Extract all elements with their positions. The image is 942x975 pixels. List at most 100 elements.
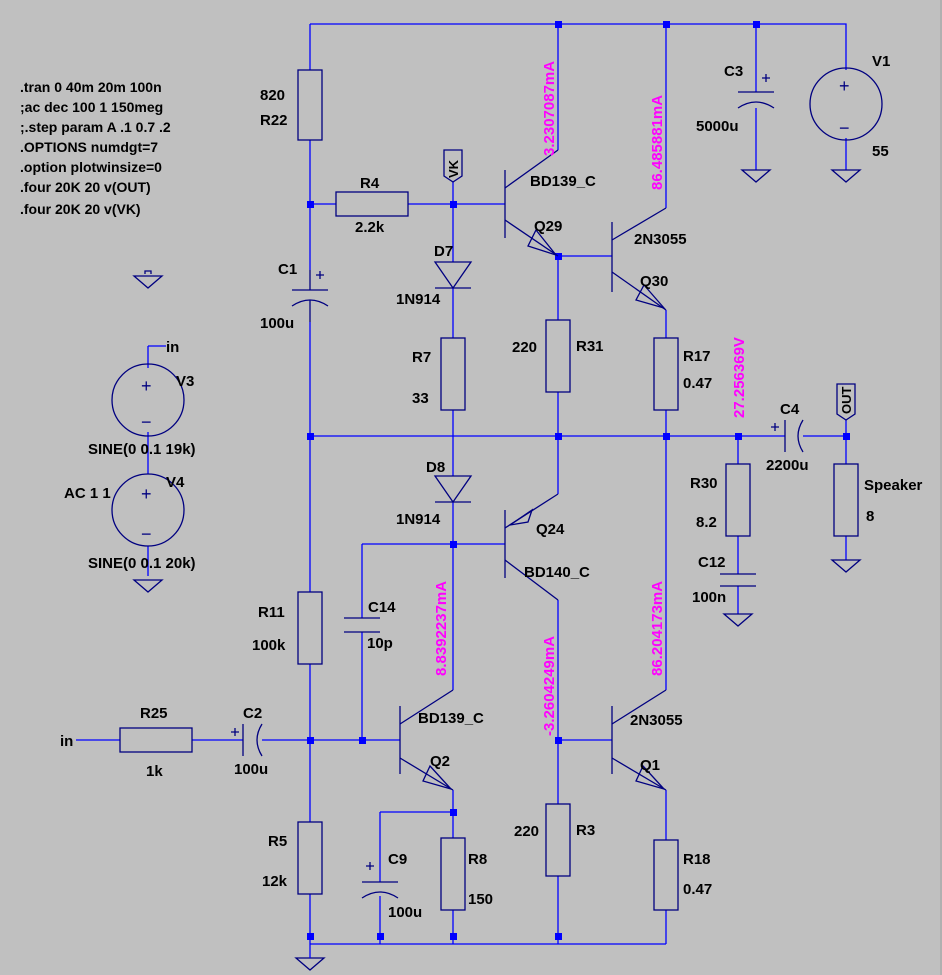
r4-value: 2.2k [355, 219, 385, 236]
r8-value: 150 [468, 891, 493, 908]
resistor-r3 [545, 803, 571, 877]
d8-value: 1N914 [396, 511, 441, 528]
spice-directives: .tran 0 40m 20m 100n ;ac dec 100 1 150me… [20, 79, 171, 217]
directive-tran: .tran 0 40m 20m 100n [20, 79, 162, 95]
resistor-r31 [545, 319, 571, 393]
r17-name: R17 [683, 348, 711, 365]
r5-value: 12k [262, 873, 288, 890]
net-flags: VK OUT [443, 149, 856, 421]
ground-symbol-v1 [830, 169, 862, 183]
resistor-r25 [119, 727, 193, 753]
resistor-r18 [653, 839, 679, 911]
r3-value: 220 [514, 823, 539, 840]
capacitor-c2 [231, 723, 263, 757]
transistors [399, 149, 667, 791]
resistor-speaker [833, 463, 859, 537]
net-flag-out: OUT [836, 383, 856, 421]
v4-plus-sign: + [141, 484, 152, 504]
r7-name: R7 [412, 349, 431, 366]
r25-name: R25 [140, 705, 168, 722]
ground-symbol-float [132, 275, 164, 289]
q30-name: Q30 [640, 273, 668, 290]
r22-name: R22 [260, 112, 288, 129]
out-flag-label: OUT [839, 387, 854, 415]
diode-d8 [433, 475, 473, 504]
r18-name: R18 [683, 851, 711, 868]
r11-name: R11 [258, 604, 285, 621]
c14-name: C14 [368, 599, 396, 616]
q29-name: Q29 [534, 218, 562, 235]
resistor-r30 [725, 463, 751, 537]
transistor-q30 [611, 207, 667, 311]
capacitors [231, 74, 804, 899]
transistor-q1 [611, 689, 667, 791]
d7-value: 1N914 [396, 291, 441, 308]
q24-name: Q24 [536, 521, 565, 538]
junction-dots [307, 21, 850, 940]
d8-name: D8 [426, 459, 445, 476]
capacitor-c4 [771, 419, 804, 453]
q1-value: 2N3055 [630, 712, 683, 729]
q29-value: BD139_C [530, 173, 596, 190]
r5-name: R5 [268, 833, 287, 850]
ground-symbol-c12 [722, 613, 754, 627]
net-flag-vk: VK [443, 149, 463, 183]
q24-value: BD140_C [524, 564, 590, 581]
q30-value: 2N3055 [634, 231, 687, 248]
out-node-voltage: 27.256369V [731, 337, 748, 418]
resistor-r11 [297, 591, 323, 665]
d7-name: D7 [434, 243, 453, 260]
v3-value: SINE(0 0.1 19k) [88, 441, 196, 458]
directive-ac: ;ac dec 100 1 150meg [20, 99, 163, 115]
resistor-r7 [440, 337, 466, 411]
directive-four-vk: .four 20K 20 v(VK) [20, 201, 141, 217]
q1-collector-current: 86.204173mA [649, 581, 666, 676]
directive-step: ;.step param A .1 0.7 .2 [20, 119, 171, 135]
q2-value: BD139_C [418, 710, 484, 727]
v4-value: SINE(0 0.1 20k) [88, 555, 196, 572]
q30-collector-current: 86.485881mA [649, 95, 666, 190]
c4-name: C4 [780, 401, 800, 418]
ground-symbol-main [294, 957, 326, 971]
v1-plus-sign: + [839, 76, 850, 96]
r30-name: R30 [690, 475, 718, 492]
capacitor-c3 [737, 74, 775, 109]
v3-name: V3 [176, 373, 194, 390]
r7-value: 33 [412, 390, 429, 407]
transistor-q29 [504, 149, 559, 257]
r11-value: 100k [252, 637, 286, 654]
v1-value: 55 [872, 143, 889, 160]
c14-value: 10p [367, 635, 393, 652]
diode-d7 [433, 261, 473, 290]
q1-name: Q1 [640, 757, 660, 774]
v4-ac: AC 1 1 [64, 485, 111, 502]
v1-name: V1 [872, 53, 890, 70]
c3-value: 5000u [696, 118, 739, 135]
c9-value: 100u [388, 904, 422, 921]
r4-name: R4 [360, 175, 380, 192]
c9-name: C9 [388, 851, 407, 868]
transistor-q2 [399, 689, 454, 791]
net-label-in-input: in [60, 733, 73, 750]
component-labels: 820 R22 R4 2.2k D7 1N914 R7 33 C1 100u B… [60, 53, 923, 921]
resistor-r22 [297, 69, 323, 141]
speaker-value: 8 [866, 508, 874, 525]
diodes [433, 261, 473, 504]
capacitor-c1 [291, 270, 329, 322]
capacitor-c12 [720, 573, 756, 587]
vk-flag-label: VK [446, 159, 461, 178]
q2-collector-current: 8.8392237mA [433, 581, 450, 676]
r30-value: 8.2 [696, 514, 717, 531]
transistor-q24 [504, 493, 559, 601]
v3-plus-sign: + [141, 376, 152, 396]
source-v4: + − [111, 473, 185, 547]
resistors [119, 69, 859, 911]
c12-value: 100n [692, 589, 726, 606]
speaker-name: Speaker [864, 477, 923, 494]
grounds [132, 169, 862, 971]
c1-name: C1 [278, 261, 297, 278]
c12-name: C12 [698, 554, 726, 571]
source-v3: + − [111, 363, 185, 437]
